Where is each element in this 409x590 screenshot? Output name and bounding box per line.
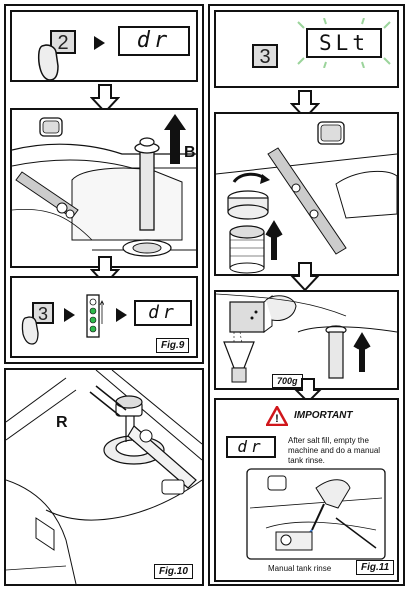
important-text: After salt fill, empty the machine and d… — [288, 436, 381, 465]
svg-text:!: ! — [275, 413, 279, 425]
button-3: 3 — [32, 302, 54, 324]
fig9-panel: 2 dr B — [4, 4, 204, 364]
led-indicator-icon — [86, 294, 104, 338]
salt-funnel-drawing — [216, 293, 397, 383]
down-arrow-icon — [290, 90, 320, 120]
play-arrow-icon — [116, 308, 127, 322]
warning-triangle-icon: ! — [266, 406, 288, 426]
down-arrow-icon — [294, 378, 322, 404]
salt-cap-box — [214, 112, 399, 276]
figure-label: Fig.9 — [156, 338, 190, 353]
drain-drawing-box: B — [10, 108, 198, 268]
down-arrow-icon — [90, 84, 120, 114]
lcd-display: dr — [226, 436, 276, 458]
manual-rinse-drawing — [246, 468, 386, 560]
up-arrow-icon — [164, 114, 186, 164]
important-box: ! IMPORTANT dr After salt fill, empty th… — [214, 398, 399, 582]
blink-rays-icon — [297, 18, 391, 68]
rinse-caption: Manual tank rinse — [268, 564, 332, 573]
rinse-arm-drawing — [6, 370, 202, 584]
figure-label: Fig.10 — [154, 564, 193, 579]
figure-label: Fig.11 — [356, 560, 395, 575]
lcd-display-salt: SLt — [306, 28, 382, 58]
button-3: 3 — [252, 44, 278, 68]
drain-pipe-drawing — [12, 117, 196, 257]
salt-cap-drawing — [216, 121, 397, 274]
important-title: IMPORTANT — [294, 410, 353, 421]
finger-icon — [21, 316, 39, 345]
salt-fill-box: 700g — [214, 290, 399, 390]
component-label-r: R — [56, 414, 68, 431]
play-arrow-icon — [64, 308, 75, 322]
direction-label-b: B — [184, 144, 196, 161]
down-arrow-icon — [290, 262, 320, 292]
fig11-panel: 3 SLt — [208, 4, 405, 586]
finger-icon — [37, 44, 59, 81]
lcd-display: dr — [118, 26, 190, 56]
lcd-display: dr — [134, 300, 192, 326]
play-arrow-icon — [94, 36, 105, 50]
fig10-panel: R Fig.10 — [4, 368, 204, 586]
